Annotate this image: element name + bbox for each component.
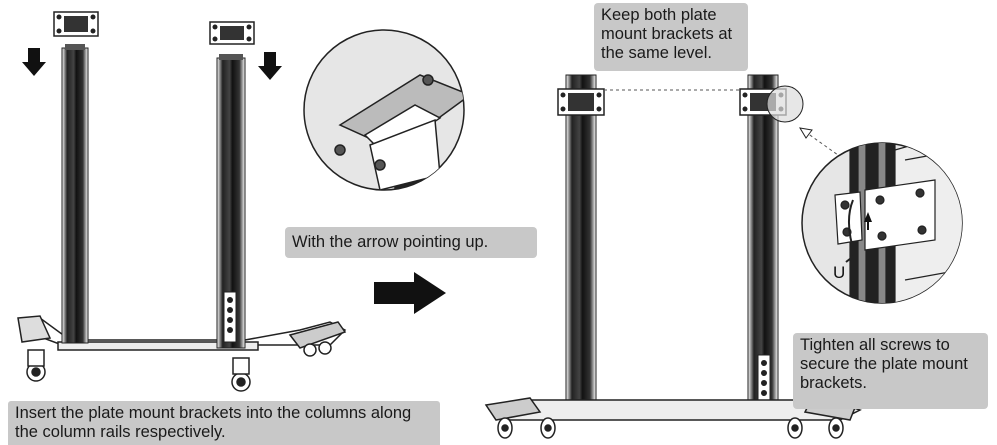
column-control-panel <box>757 354 771 401</box>
right-column-1 <box>565 74 597 406</box>
screw-zoom-detail <box>801 142 963 304</box>
up-arrow-icon <box>864 212 872 230</box>
tighten-screws-caption: Tighten all screws to secure the plate m… <box>793 333 988 409</box>
arrow-pointing-up-caption: With the arrow pointing up. <box>285 227 537 258</box>
insert-brackets-caption: Insert the plate mount brackets into the… <box>8 401 440 445</box>
plate-mount-bracket <box>209 21 255 45</box>
right-arrow-icon <box>374 272 446 314</box>
right-stand <box>484 74 862 439</box>
caster-wheel <box>497 417 844 439</box>
detail-highlight <box>766 85 804 123</box>
same-level-caption: Keep both plate mount brackets at the sa… <box>594 3 748 71</box>
left-stand-base <box>17 315 347 351</box>
caster-wheel <box>26 341 332 392</box>
left-column-1 <box>61 47 89 344</box>
left-stand <box>17 11 347 392</box>
right-column-2 <box>747 74 779 406</box>
bracket-zoom-detail <box>303 29 465 191</box>
plate-mount-bracket <box>557 88 605 116</box>
plate-mount-bracket <box>53 11 99 37</box>
column-control-panel <box>223 291 237 343</box>
down-arrow-icon <box>22 48 46 76</box>
down-arrow-icon <box>258 52 282 80</box>
u-label: U <box>833 263 846 282</box>
